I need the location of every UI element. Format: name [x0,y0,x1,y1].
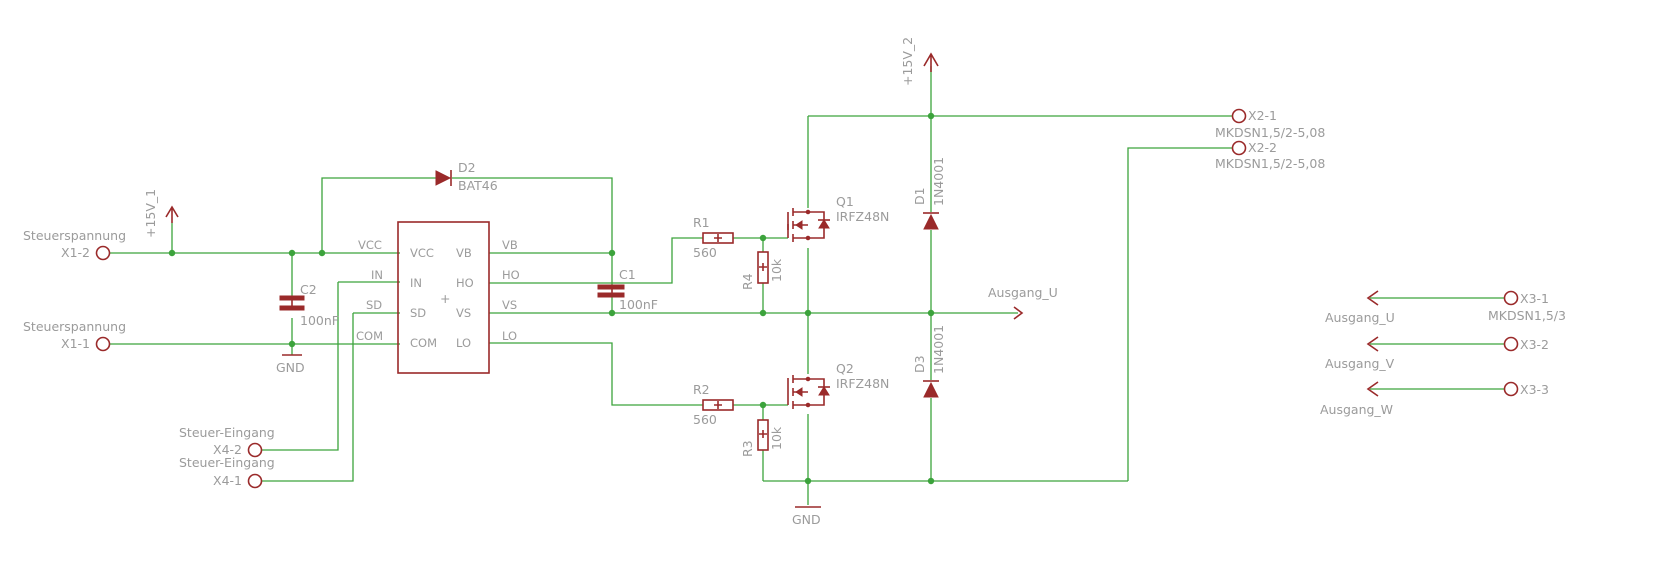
ic-pin-ho: HO [456,276,474,290]
ausgang-v-label: Ausgang_V [1325,356,1395,371]
connector-x2-2-value: MKDSN1,5/2-5,08 [1215,156,1325,171]
connector-x3-1: X3-1 MKDSN1,5/3 Ausgang_U [1325,290,1566,325]
supply-15v-1: +15V_1 [143,189,179,238]
d1-value: 1N4001 [931,157,946,206]
resistor-r1: R1 560 [693,215,734,260]
gnd-symbol-c2: GND [276,354,305,375]
wires [110,66,1504,505]
connector-x1-2: Steuerspannung X1-2 [23,228,126,261]
c2-name: C2 [300,282,317,297]
net-label-ausgang-u-main: Ausgang_U [988,285,1058,320]
connector-x3-2: X3-2 Ausgang_V [1325,336,1549,371]
resistor-r3: R3 10k [740,419,784,457]
ic-pin-com: COM [410,336,437,350]
d3-value: 1N4001 [931,325,946,374]
capacitor-c2: C2 100nF [279,282,339,328]
c2-value: 100nF [300,313,339,328]
connector-x3-1-pin: X3-1 [1520,291,1549,306]
ic-pin-sd: SD [410,306,426,320]
d1-name: D1 [912,187,927,205]
connector-x2-1: X2-1 MKDSN1,5/2-5,08 [1215,108,1325,140]
ic-pin-vs: VS [456,306,471,320]
r2-name: R2 [693,382,710,397]
connector-x4-2-name: Steuer-Eingang [179,425,275,440]
connector-x4-1-pin: X4-1 [213,473,242,488]
net-label-sd: SD [366,298,382,312]
ausgang-w-label: Ausgang_W [1320,402,1393,417]
net-label-vcc: VCC [358,238,382,252]
gnd-symbol-bottom: GND [792,506,821,527]
r4-name: R4 [740,273,755,290]
d3-name: D3 [912,355,927,373]
r4-value: 10k [769,258,784,282]
ic-pin-lo: LO [456,336,471,350]
connector-x2-1-value: MKDSN1,5/2-5,08 [1215,125,1325,140]
connector-x3-3: X3-3 Ausgang_W [1320,381,1549,417]
r1-name: R1 [693,215,710,230]
c1-value: 100nF [619,297,658,312]
gate-driver-ic: + VCC IN SD COM VB HO VS LO VCC IN SD CO… [356,221,520,374]
connector-x4-1: Steuer-Eingang X4-1 [179,455,275,489]
net-label-com: COM [356,329,383,343]
q2-value: IRFZ48N [836,376,889,391]
connector-x4-2-pin: X4-2 [213,442,242,457]
capacitor-c1: C1 100nF [597,267,658,312]
diode-d2: D2 BAT46 [435,160,498,193]
connector-x4-2: Steuer-Eingang X4-2 [179,425,275,458]
d2-name: D2 [458,160,476,175]
q1-name: Q1 [836,194,854,209]
c1-name: C1 [619,267,636,282]
net-label-lo: LO [502,329,517,343]
supply-15v-2-label: +15V_2 [900,37,915,86]
gnd-c2-label: GND [276,360,305,375]
net-label-vb: VB [502,238,518,252]
connector-x2-2-pin: X2-2 [1248,140,1277,155]
ausgang-u-main-label: Ausgang_U [988,285,1058,300]
connector-x1-2-pin: X1-2 [61,245,90,260]
connector-x1-2-name: Steuerspannung [23,228,126,243]
connector-x1-1-name: Steuerspannung [23,319,126,334]
r3-value: 10k [769,426,784,450]
supply-15v-2: +15V_2 [900,37,939,86]
ic-pin-vcc: VCC [410,246,434,260]
diode-d3: D3 1N4001 [912,325,946,398]
mosfet-q2: Q2 IRFZ48N [787,361,889,409]
net-label-ho: HO [502,268,520,282]
q1-value: IRFZ48N [836,209,889,224]
connector-x3-1-value: MKDSN1,5/3 [1488,308,1566,323]
ic-pin-vb: VB [456,246,472,260]
d2-value: BAT46 [458,178,498,193]
connector-x1-1: Steuerspannung X1-1 [23,319,126,352]
gnd-bottom-label: GND [792,512,821,527]
r1-value: 560 [693,245,717,260]
connector-x2-2: X2-2 MKDSN1,5/2-5,08 [1215,140,1325,171]
net-label-in: IN [371,268,383,282]
junctions [168,112,935,485]
connector-x3-2-pin: X3-2 [1520,337,1549,352]
mosfet-q1: Q1 IRFZ48N [787,194,889,242]
connector-x4-1-name: Steuer-Eingang [179,455,275,470]
ausgang-u-label: Ausgang_U [1325,310,1395,325]
r3-name: R3 [740,440,755,457]
connector-x3-3-pin: X3-3 [1520,382,1549,397]
net-label-vs: VS [502,298,517,312]
resistor-r2: R2 560 [693,382,734,427]
diode-d1: D1 1N4001 [912,157,946,230]
r2-value: 560 [693,412,717,427]
resistor-r4: R4 10k [740,251,784,290]
q2-name: Q2 [836,361,854,376]
supply-15v-1-label: +15V_1 [143,189,158,238]
connector-x2-1-pin: X2-1 [1248,108,1277,123]
ic-pin-in: IN [410,276,422,290]
connector-x1-1-pin: X1-1 [61,336,90,351]
ic-center-mark: + [440,291,450,306]
